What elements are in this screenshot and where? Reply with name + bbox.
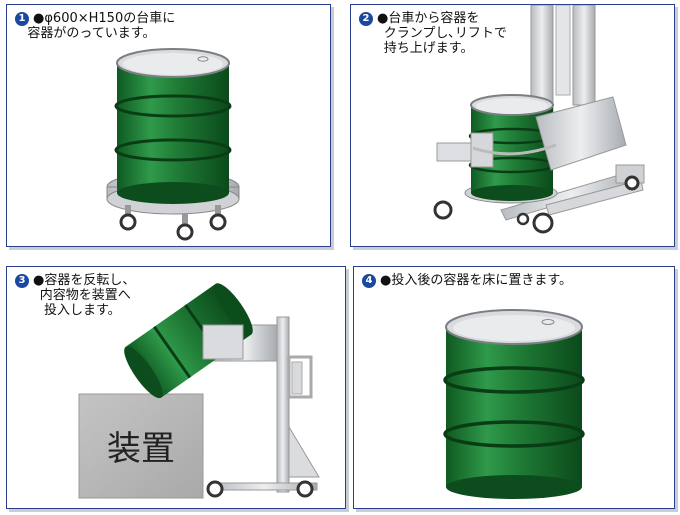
step-2-panel: 2●台車から容器を クランプし､リフトで 持ち上げます。 [350, 4, 675, 247]
step-1-line-2: 容器がのっています。 [27, 26, 156, 41]
step-4-badge: 4 [362, 274, 376, 288]
step-3-line-3: 投入します。 [43, 303, 121, 318]
device-label: 装置 [107, 429, 175, 469]
caster-wheel [433, 200, 453, 220]
step-1-line-1: φ600×H150の台車に [44, 11, 176, 26]
step-3-panel: 3●容器を反転し、 内容物を装置へ 投入します。 装置 [6, 266, 346, 509]
step-1-badge: 1 [15, 12, 29, 26]
caster-wheel [206, 480, 224, 498]
step-3-line-2: 内容物を装置へ [39, 288, 131, 303]
green-drum [114, 48, 232, 204]
step-2-badge: 2 [359, 12, 373, 26]
step-4-line-1: 投入後の容器を床に置きます。 [391, 273, 573, 288]
step-3-line-1: 容器を反転し、 [44, 273, 136, 288]
drum-on-dolly-illustration [106, 48, 240, 241]
green-drum [443, 309, 585, 499]
step-1-caption: 1●φ600×H150の台車に 容器がのっています。 [15, 11, 175, 41]
caster-wheel [296, 480, 314, 498]
drum-inverting-into-device-illustration: 装置 [78, 283, 320, 499]
step-3-caption: 3●容器を反転し、 内容物を装置へ 投入します。 [15, 273, 135, 318]
step-4-caption: 4●投入後の容器を床に置きます。 [362, 273, 572, 288]
step-2-line-3: 持ち上げます。 [383, 41, 474, 56]
step-4-panel: 4●投入後の容器を床に置きます。 [353, 266, 675, 509]
step-2-line-1: 台車から容器を [388, 11, 480, 26]
step-2-line-2: クランプし､リフトで [383, 26, 507, 41]
lift-clamping-drum-illustration [433, 5, 645, 234]
step-3-badge: 3 [15, 274, 29, 288]
caster-wheel [176, 223, 194, 241]
caster-wheel [532, 212, 554, 234]
caster-wheel [119, 213, 137, 231]
drum-on-floor-illustration [443, 309, 585, 499]
step-2-caption: 2●台車から容器を クランプし､リフトで 持ち上げます。 [359, 11, 507, 56]
device-box: 装置 [78, 393, 204, 499]
step-1-panel: 1●φ600×H150の台車に 容器がのっています。 [6, 4, 331, 247]
green-drum-inverted [124, 283, 253, 399]
caster-wheel [209, 213, 227, 231]
